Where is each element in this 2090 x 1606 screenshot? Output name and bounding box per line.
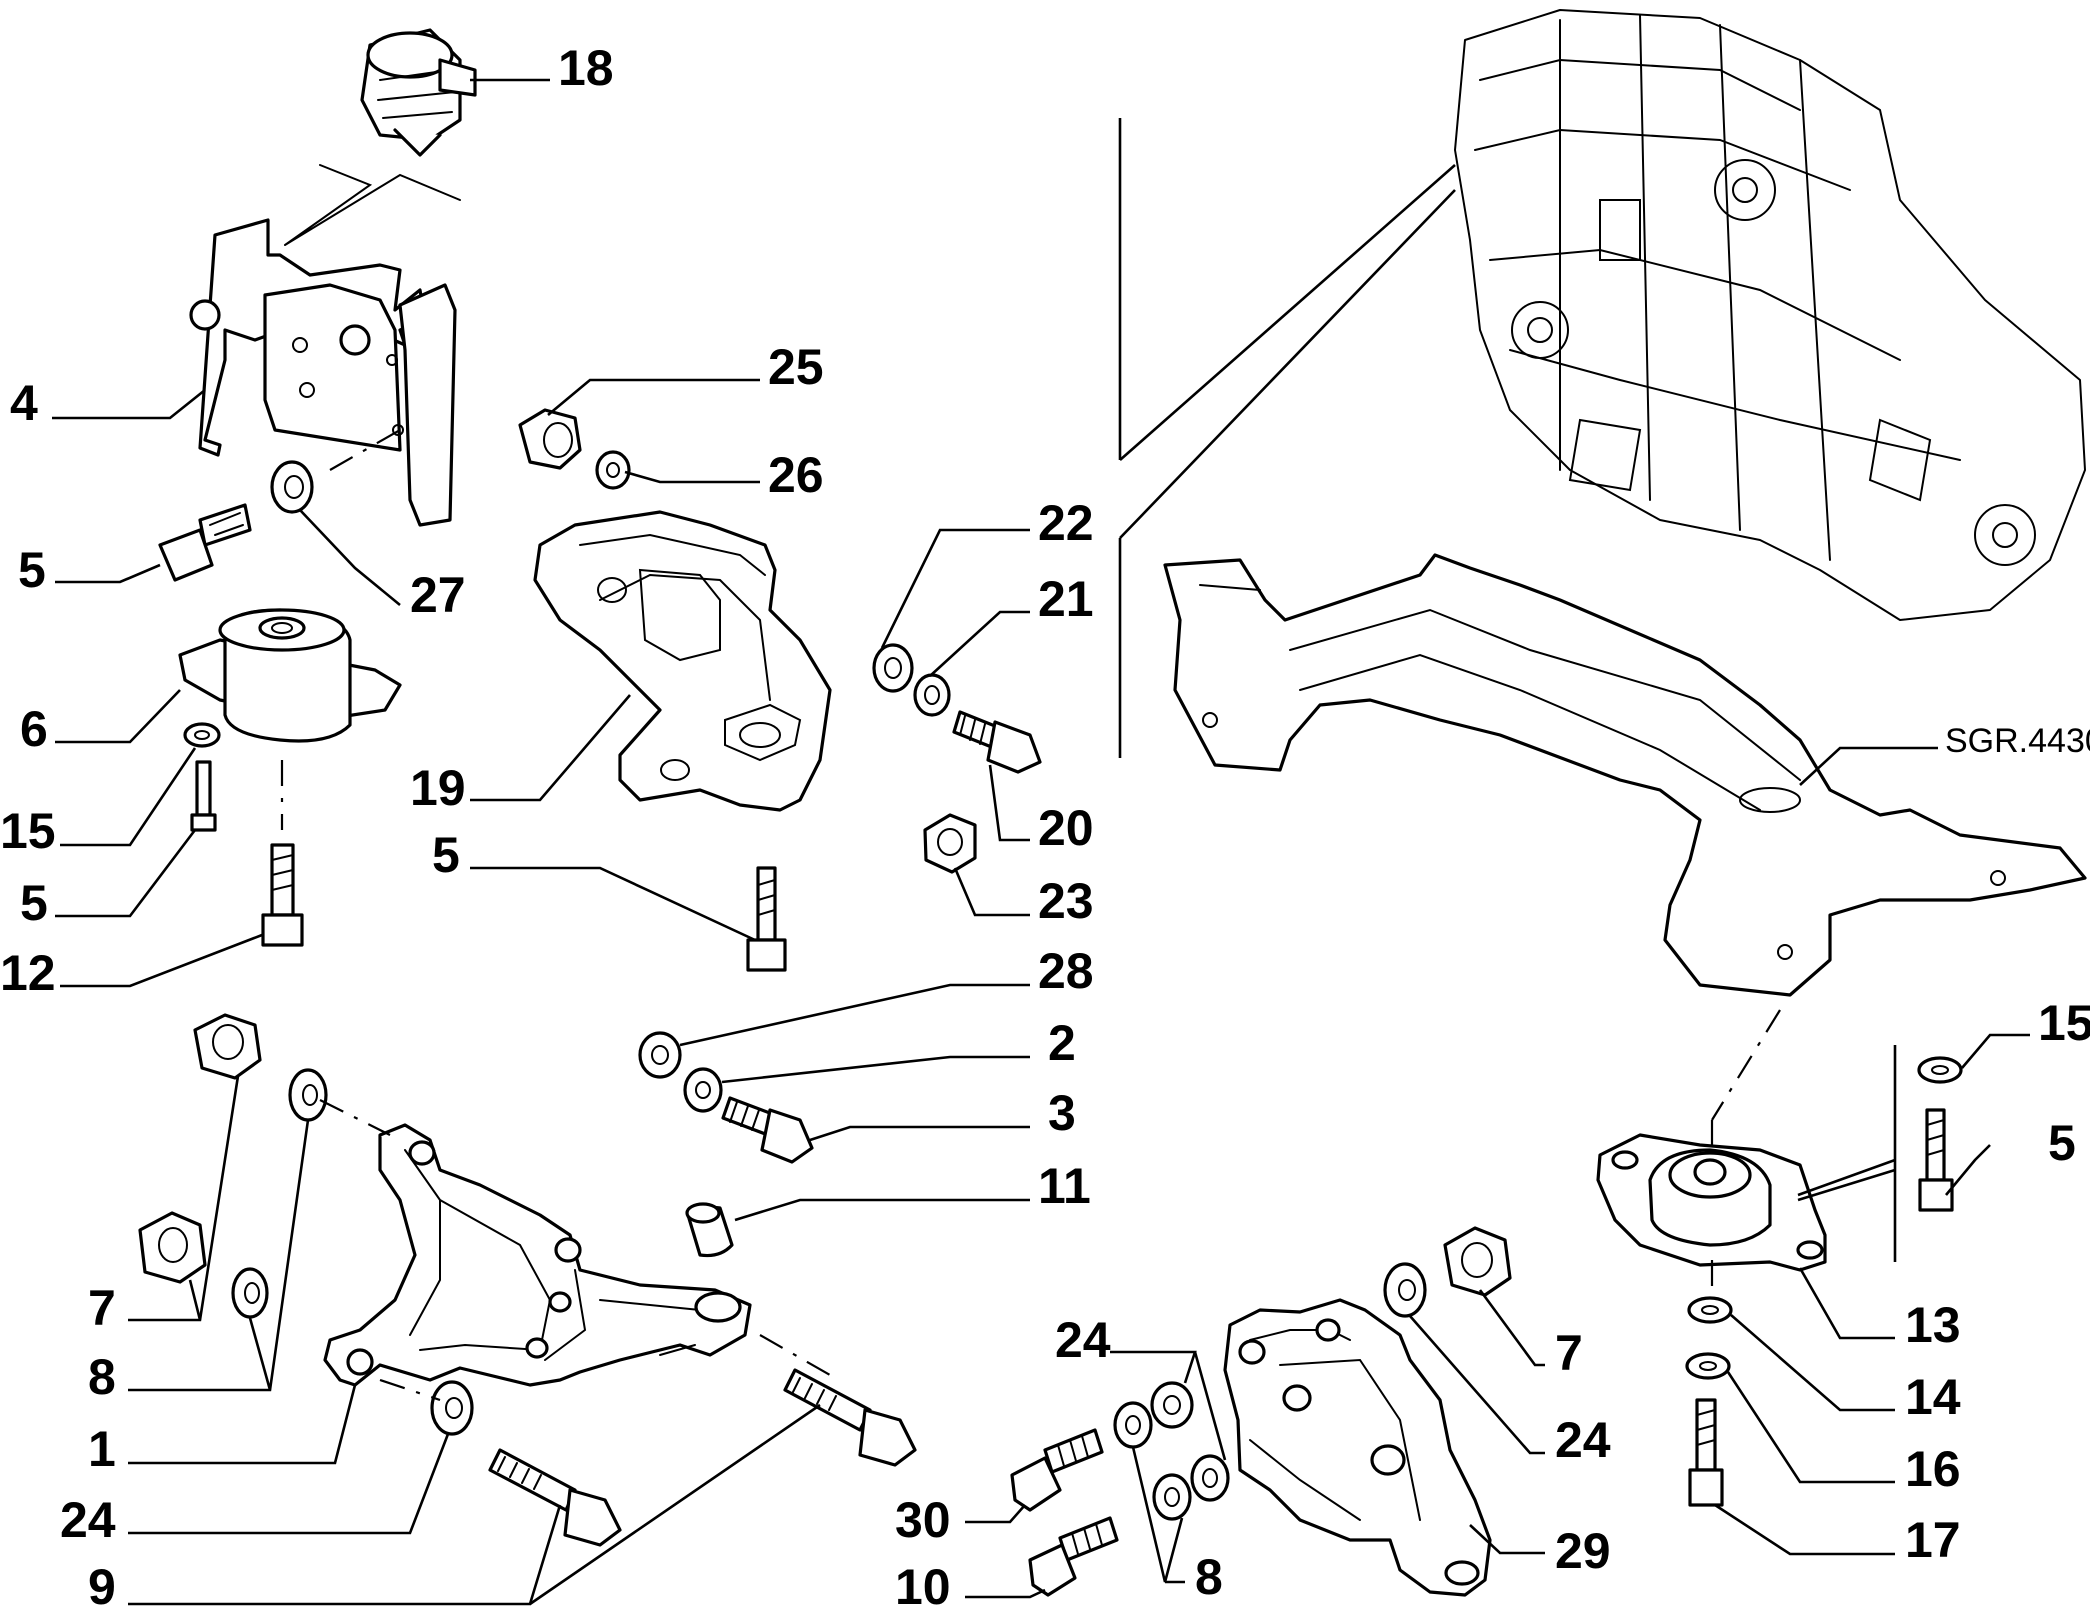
part-4-bracket: [189, 164, 461, 527]
callout-5-d: 5: [2048, 1115, 2076, 1171]
callout-9: 9: [88, 1559, 116, 1606]
part-24-washers-center: [1150, 1381, 1230, 1502]
callout-7-right: 7: [1555, 1325, 1583, 1381]
dash-b: [759, 1334, 831, 1376]
part-11-bushing: [685, 1202, 734, 1258]
part-24-washer-right: [1383, 1262, 1427, 1318]
part-10-bolt: [1028, 1516, 1119, 1597]
callout-13: 13: [1905, 1297, 1961, 1353]
callout-21: 21: [1038, 571, 1094, 627]
part-17-bolt: [1688, 1398, 1724, 1507]
subframe-crossmember: [1163, 553, 2087, 997]
callout-14: 14: [1905, 1369, 1961, 1425]
callout-30: 30: [895, 1492, 951, 1548]
part-29-bracket: [1223, 1298, 1492, 1597]
callout-25: 25: [768, 339, 824, 395]
callout-22: 22: [1038, 495, 1094, 551]
part-16-washer: [1685, 1352, 1731, 1380]
part-1-arm: [323, 1123, 752, 1387]
callout-26: 26: [768, 447, 824, 503]
part-13-mount: [1596, 1133, 1827, 1290]
part-22-washer: [872, 643, 914, 693]
part-18-clamp: [360, 28, 477, 157]
part-28-washer: [638, 1031, 682, 1079]
callout-6: 6: [20, 701, 48, 757]
part-24-washer-left: [430, 1380, 474, 1436]
callout-1: 1: [88, 1421, 116, 1477]
part-8-washers-center: [1113, 1401, 1192, 1521]
part-3-bolt: [721, 1096, 814, 1164]
part-23-nut: [923, 813, 977, 874]
leader-lines: [52, 78, 2030, 1606]
separator-lines: [1118, 118, 1456, 758]
callout-labels: 18 4 25 26 5 27 22 21 6 15 5 12 19 20 23…: [0, 40, 2090, 1606]
part-15-washer-b: [1917, 1056, 1963, 1084]
callout-4: 4: [10, 375, 38, 431]
callout-10: 10: [895, 1559, 951, 1606]
callout-7-left: 7: [88, 1280, 116, 1336]
callout-28: 28: [1038, 943, 1094, 999]
dash-d: [1711, 1009, 1781, 1121]
part-7-nut-upper: [193, 1013, 262, 1080]
callout-8-left: 8: [88, 1349, 116, 1405]
part-14-washer: [1687, 1296, 1733, 1324]
part-12-bolt: [261, 843, 304, 947]
part-30-bolt: [1010, 1428, 1104, 1512]
callout-24-left: 24: [60, 1492, 116, 1548]
part-7-nut-right: [1443, 1226, 1512, 1297]
callout-24-center: 24: [1055, 1312, 1111, 1368]
callout-5-b: 5: [20, 875, 48, 931]
callout-17: 17: [1905, 1512, 1961, 1568]
callout-29: 29: [1555, 1523, 1611, 1579]
callout-12: 12: [0, 945, 56, 1001]
part-2-washer: [683, 1067, 723, 1113]
callout-2: 2: [1048, 1015, 1076, 1071]
callout-23: 23: [1038, 873, 1094, 929]
callout-8-center: 8: [1195, 1549, 1223, 1605]
part-21-washer: [913, 673, 951, 717]
callout-16: 16: [1905, 1441, 1961, 1497]
part-27-washer: [270, 429, 401, 514]
callout-5-c: 5: [432, 827, 460, 883]
part-26-washer: [595, 450, 631, 490]
part-8-washer-upper: [288, 1068, 328, 1122]
callout-15-a: 15: [0, 803, 56, 859]
callout-3: 3: [1048, 1085, 1076, 1141]
part-7-nut-lower: [138, 1211, 207, 1284]
callout-15-b: 15: [2038, 995, 2090, 1051]
callout-24-right: 24: [1555, 1412, 1611, 1468]
callout-18: 18: [558, 40, 614, 96]
callout-19: 19: [410, 760, 466, 816]
part-5-bolt-b: [190, 760, 217, 832]
reference-code: SGR.44302: [1945, 722, 2090, 760]
callout-27: 27: [410, 567, 466, 623]
dash-c: [379, 1378, 441, 1402]
part-5-bolt-a: [158, 503, 252, 582]
part-20-bolt: [952, 710, 1042, 774]
callout-5-a: 5: [18, 542, 46, 598]
part-25-nut: [518, 408, 582, 470]
part-15-washer-a: [183, 722, 221, 748]
part-19-mount-bracket: [533, 510, 832, 812]
part-5-bolt-c: [746, 866, 787, 972]
part-9-bolt-left: [488, 1448, 622, 1547]
part-9-bolt-right: [783, 1368, 917, 1467]
part-8-washer-lower: [231, 1267, 269, 1319]
callout-11: 11: [1038, 1158, 1091, 1214]
callout-20: 20: [1038, 800, 1094, 856]
part-5-bolt-d: [1918, 1108, 1954, 1212]
part-6-engine-mount: [178, 608, 402, 830]
dash-a: [319, 1099, 391, 1136]
engine-gearbox-illustration: [1454, 9, 2086, 621]
